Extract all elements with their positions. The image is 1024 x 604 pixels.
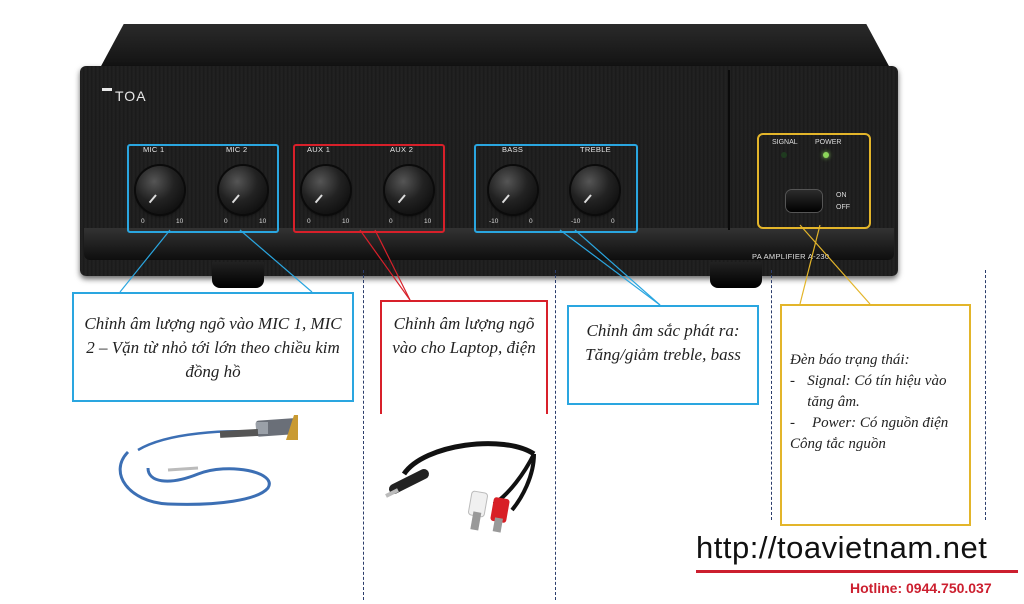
treble-label: TREBLE bbox=[580, 145, 611, 154]
tone-connector-line-2 bbox=[574, 229, 661, 306]
aux1-scale-max: 10 bbox=[342, 218, 350, 225]
aux2-label: AUX 2 bbox=[390, 145, 414, 154]
status-callout-footer: Công tắc nguồn bbox=[790, 436, 886, 452]
aux2-scale-max: 10 bbox=[424, 218, 432, 225]
model-label: PA AMPLIFIER A-230 bbox=[752, 252, 830, 261]
status-item-signal: -Signal: Có tín hiệu vào tăng âm. bbox=[790, 373, 947, 410]
switch-on-label: ON bbox=[836, 192, 847, 199]
amplifier-bottom-ledge bbox=[84, 228, 894, 260]
tone-controls-box bbox=[474, 144, 638, 233]
mic1-scale-min: 0 bbox=[141, 218, 145, 225]
treble-scale-min: -10 bbox=[571, 218, 581, 225]
aux-controls-box bbox=[293, 144, 445, 233]
panel-divider bbox=[728, 70, 730, 230]
dashed-divider-2 bbox=[555, 270, 556, 600]
tone-callout: Chỉnh âm sắc phát ra: Tăng/giảm treble, … bbox=[567, 305, 759, 405]
status-item-power: -Power: Có nguồn điện bbox=[790, 415, 949, 431]
mic2-scale-max: 10 bbox=[259, 218, 267, 225]
toa-logo-icon bbox=[102, 88, 112, 103]
aux1-label: AUX 1 bbox=[307, 145, 331, 154]
dashed-divider-1 bbox=[363, 270, 364, 600]
status-connector-line-2 bbox=[799, 224, 821, 305]
mic2-scale-min: 0 bbox=[224, 218, 228, 225]
mic1-volume-knob[interactable] bbox=[136, 166, 184, 214]
status-controls-box bbox=[757, 133, 871, 229]
aux1-volume-knob[interactable] bbox=[302, 166, 350, 214]
status-callout-title: Đèn báo trạng thái: bbox=[790, 352, 910, 368]
hotline-text: Hotline: 0944.750.037 bbox=[850, 580, 992, 596]
mic2-label: MIC 2 bbox=[226, 145, 248, 154]
power-led-icon bbox=[823, 152, 829, 158]
aux1-scale-min: 0 bbox=[307, 218, 311, 225]
power-switch[interactable] bbox=[786, 190, 822, 212]
mic2-volume-knob[interactable] bbox=[219, 166, 267, 214]
mic1-scale-max: 10 bbox=[176, 218, 184, 225]
website-url[interactable]: http://toavietnam.net bbox=[696, 530, 988, 565]
aux-callout: Chỉnh âm lượng ngõ vào cho Laptop, điện bbox=[380, 300, 548, 414]
dashed-divider-3 bbox=[771, 270, 772, 520]
tone-connector-line bbox=[559, 229, 661, 306]
aux-connector-line bbox=[359, 229, 411, 301]
bass-scale-max: 0 bbox=[529, 218, 533, 225]
aux-connector-line-2 bbox=[374, 229, 411, 301]
bass-knob[interactable] bbox=[489, 166, 537, 214]
mic1-label: MIC 1 bbox=[143, 145, 165, 154]
amplifier-foot-right bbox=[710, 262, 762, 288]
signal-label: SIGNAL bbox=[772, 139, 798, 146]
treble-knob[interactable] bbox=[571, 166, 619, 214]
mic-connector-line bbox=[119, 229, 171, 293]
status-callout: Đèn báo trạng thái: -Signal: Có tín hiệu… bbox=[780, 304, 971, 526]
microphone-icon bbox=[118, 415, 298, 506]
treble-scale-max: 0 bbox=[611, 218, 615, 225]
amplifier-top-cover bbox=[100, 24, 890, 68]
bass-scale-min: -10 bbox=[489, 218, 499, 225]
aux2-volume-knob[interactable] bbox=[385, 166, 433, 214]
dashed-divider-4 bbox=[985, 270, 986, 520]
mic-controls-box bbox=[127, 144, 279, 233]
aux2-scale-min: 0 bbox=[389, 218, 393, 225]
switch-off-label: OFF bbox=[836, 204, 850, 211]
status-connector-line bbox=[799, 224, 871, 305]
signal-led-icon bbox=[781, 152, 787, 158]
url-underline bbox=[696, 570, 1018, 573]
power-label: POWER bbox=[815, 139, 842, 146]
bass-label: BASS bbox=[502, 145, 524, 154]
audio-cable-icon bbox=[385, 441, 536, 533]
mic-connector-line-2 bbox=[239, 229, 313, 293]
amplifier-foot-left bbox=[212, 262, 264, 288]
brand-logo: TOA bbox=[102, 86, 147, 104]
mic-callout: Chỉnh âm lượng ngõ vào MIC 1, MIC 2 – Vặ… bbox=[72, 292, 354, 402]
